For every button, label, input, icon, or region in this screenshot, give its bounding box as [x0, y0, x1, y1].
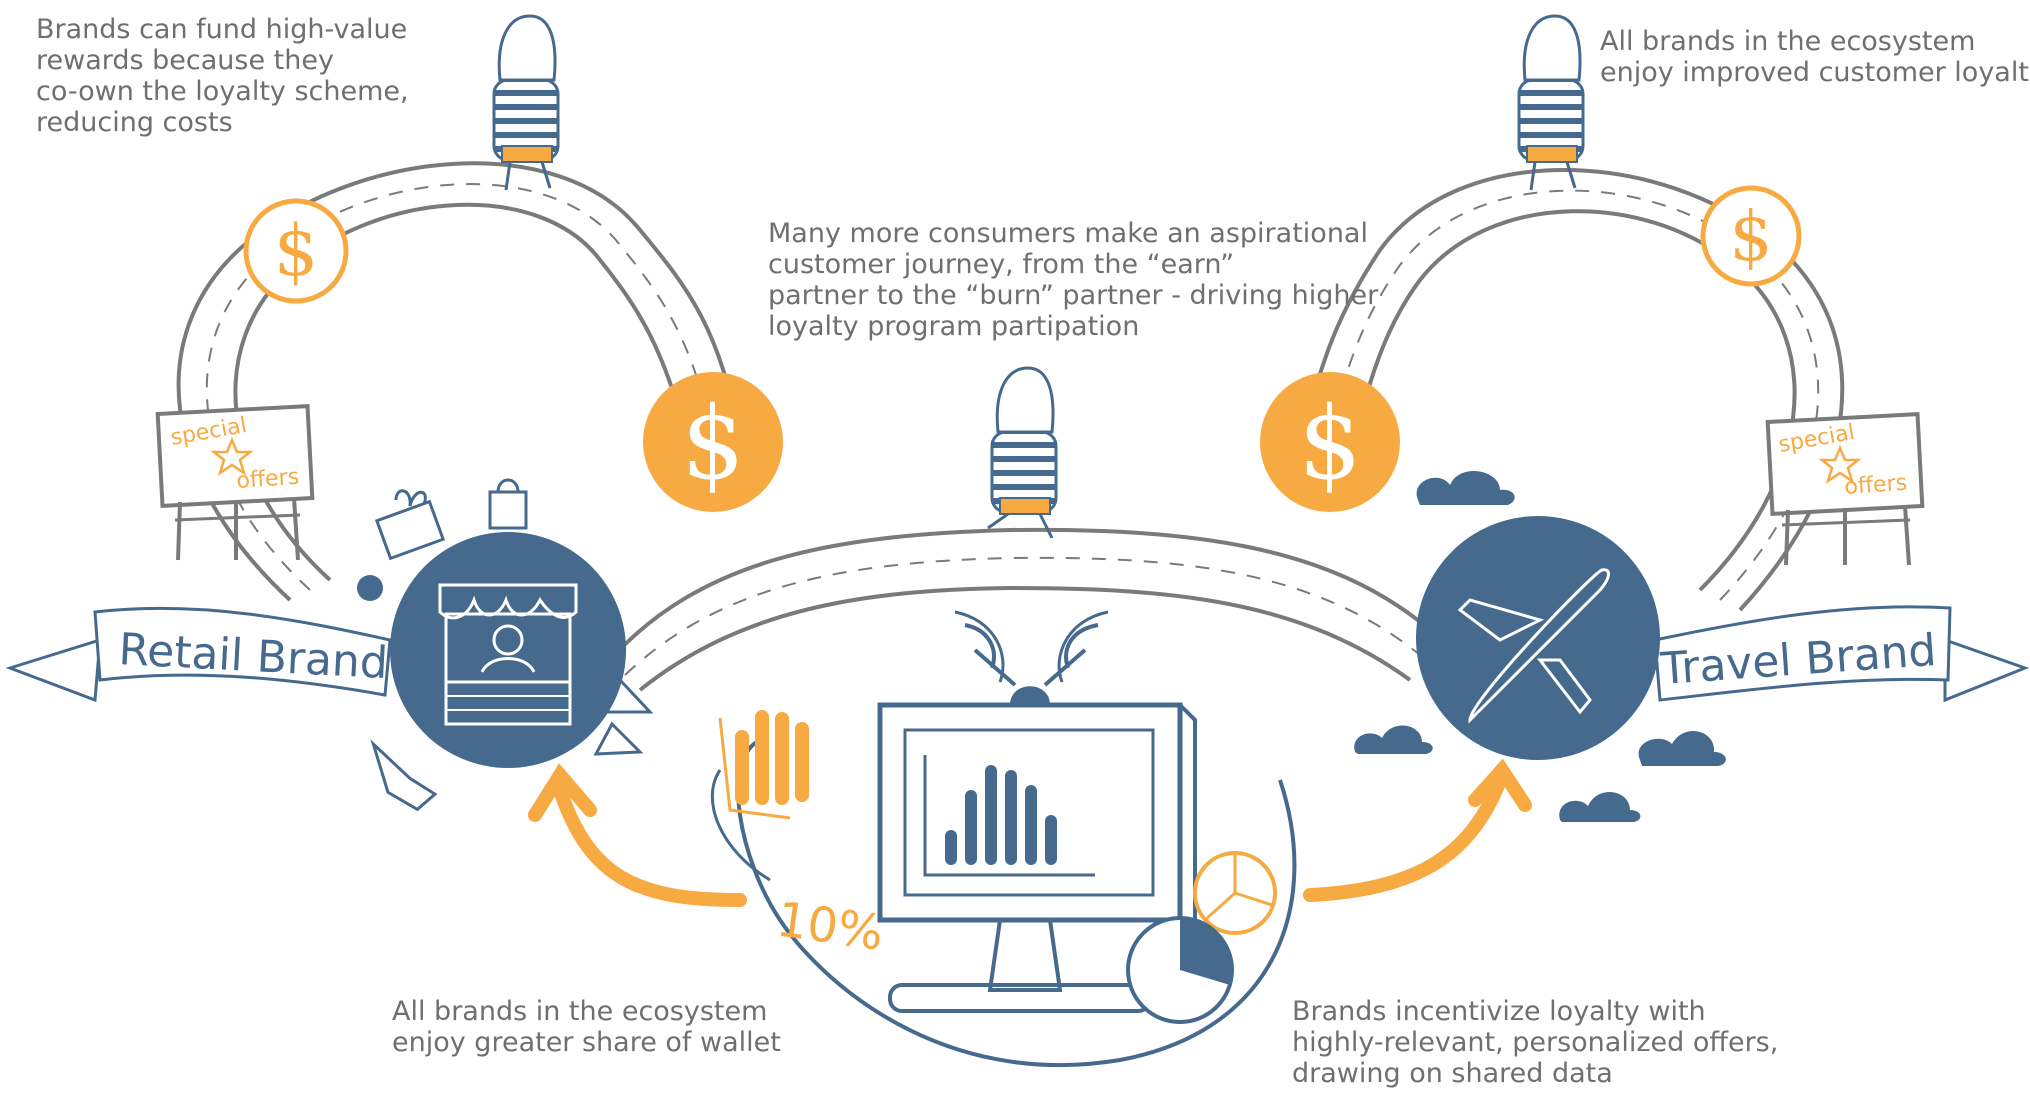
hanger-icon [593, 677, 654, 756]
svg-text:offers: offers [236, 465, 300, 494]
special-offers-billboard: special offers [155, 404, 315, 561]
walking-person-icon [1517, 14, 1585, 191]
dollar-coin-icon: $ [1700, 185, 1802, 287]
caption-bottom-left: All brands in the ecosystem enjoy greate… [392, 996, 781, 1058]
arrow-to-travel-icon [1303, 758, 1532, 902]
cloud-icon [1354, 471, 1726, 822]
svg-text:$: $ [681, 385, 745, 502]
caption-top-left: Brands can fund high-value rewards becau… [36, 14, 409, 138]
caption-center: Many more consumers make an aspirational… [768, 218, 1379, 342]
arrow-to-retail-icon [528, 763, 747, 907]
price-tag-icon [370, 739, 438, 812]
gift-box-icon [374, 489, 446, 561]
walking-person-icon [492, 14, 560, 191]
caption-bottom-right: Brands incentivize loyalty with highly-r… [1292, 996, 1779, 1089]
orange-pie-icon [1193, 851, 1277, 935]
dollar-coin-icon: $ [243, 198, 349, 304]
dollar-coin-icon: $ [1260, 372, 1400, 512]
svg-text:offers: offers [1844, 471, 1908, 500]
computer-monitor-icon [877, 610, 1197, 1013]
center-road [608, 527, 1432, 692]
percent-label: 10% [773, 891, 886, 961]
orange-bar-chart-icon [718, 710, 809, 820]
travel-plane-icon [1416, 516, 1660, 760]
walking-person-icon [987, 366, 1058, 539]
retail-store-icon [390, 532, 626, 768]
special-offers-billboard: special offers [1765, 412, 1925, 566]
retail-brand-banner: Retail Brand [5, 606, 392, 703]
shopping-bag-icon [488, 478, 528, 530]
dollar-coin-icon: $ [643, 372, 783, 512]
svg-text:$: $ [1298, 385, 1362, 502]
svg-text:$: $ [274, 210, 319, 292]
dot-decoration [357, 575, 383, 601]
travel-brand-banner: Travel Brand [1653, 605, 2030, 703]
caption-top-right: All brands in the ecosystem enjoy improv… [1600, 26, 2030, 88]
blue-pie-icon [1126, 916, 1234, 1024]
svg-text:$: $ [1729, 198, 1772, 277]
shared-data-hub [710, 738, 1297, 1067]
